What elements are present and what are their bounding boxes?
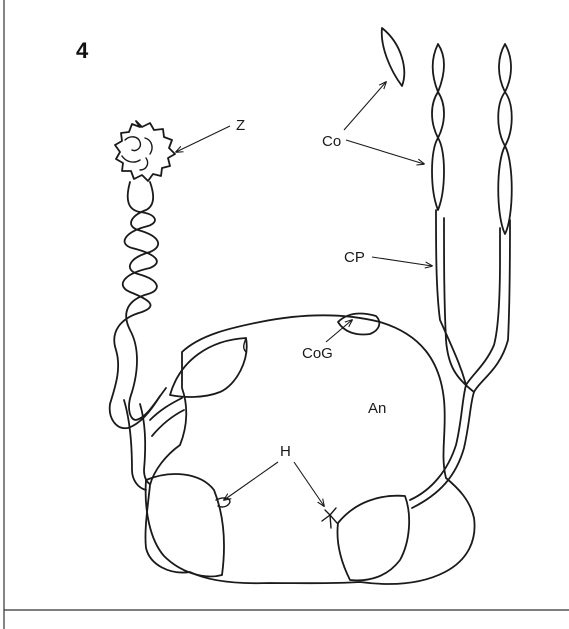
label-z: Z	[236, 117, 245, 134]
arrow-h-right	[294, 462, 324, 506]
conidium-right-2	[498, 92, 512, 146]
anchor-cell-upper-tip	[244, 338, 246, 352]
conidium-right-3	[498, 146, 512, 234]
label-h: H	[280, 443, 291, 460]
stalk-branch-a	[150, 398, 182, 420]
conidium-right-1	[499, 44, 511, 92]
arrow-z	[176, 126, 230, 152]
appressorium-right	[322, 508, 337, 528]
coiled-hypha-inner	[126, 182, 166, 420]
cog-conidium	[338, 314, 379, 335]
figure-number: 4	[76, 38, 89, 63]
zygospore-inner-2	[145, 138, 152, 154]
conidiophore-stalk-b	[412, 220, 510, 508]
conidium-left-2	[432, 92, 444, 138]
coiled-hypha-outer	[110, 182, 160, 428]
label-an: An	[368, 400, 386, 417]
anchor-cell-lower-left	[146, 474, 224, 576]
arrow-cp	[372, 257, 432, 266]
zygospore-inner-3	[122, 156, 140, 162]
zygospore-inner-4	[140, 158, 148, 170]
conidiophore-branch-join	[466, 228, 500, 385]
zygospore-inner-1	[125, 137, 140, 151]
zygospore	[115, 121, 175, 181]
conidiophore-stalk-a	[410, 210, 466, 500]
label-co: Co	[322, 133, 341, 150]
arrow-h-left	[224, 462, 278, 500]
conidium-left-1	[433, 44, 444, 92]
conidium-left-3	[432, 138, 444, 210]
anchor-cell-lower-right	[338, 496, 410, 581]
arrow-co-chain	[346, 140, 424, 164]
label-cp: CP	[344, 249, 365, 266]
arrow-co-detached	[344, 82, 386, 130]
conidium-detached	[382, 28, 404, 86]
label-cog: CoG	[302, 345, 333, 362]
